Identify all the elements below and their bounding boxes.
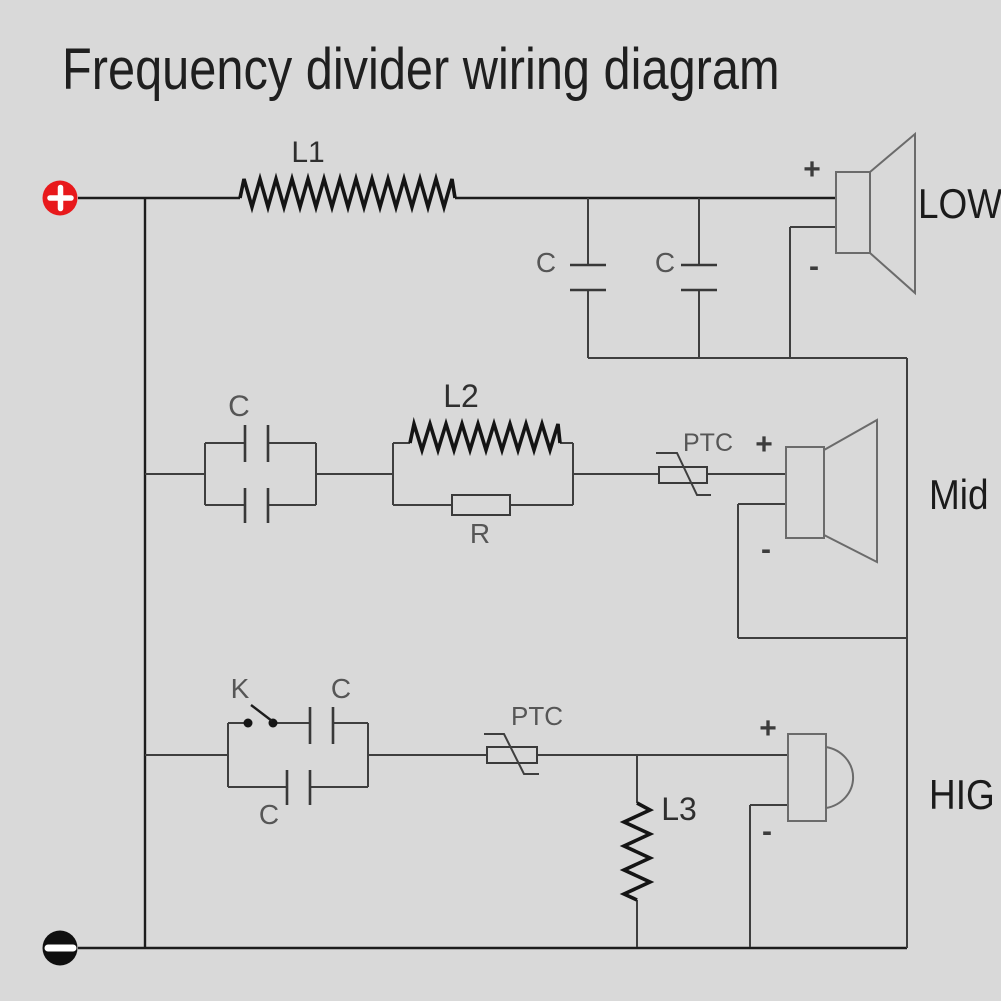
inductor-l2-coil xyxy=(408,416,562,457)
label-l2: L2 xyxy=(443,378,479,414)
ptc-high-stroke xyxy=(484,733,539,775)
label-high-ptc: PTC xyxy=(511,701,563,731)
label-high-plus: + xyxy=(759,712,777,745)
speaker-label-mid: Mid xyxy=(929,471,989,518)
ptc-high-body xyxy=(486,746,538,764)
label-high-cap-top: C xyxy=(331,673,351,704)
resistor-r-body xyxy=(451,494,511,516)
ptc-mid-stroke xyxy=(656,452,711,496)
label-mid-cap: C xyxy=(228,390,250,423)
tweeter-dome xyxy=(825,746,855,809)
speaker-label-high: HIG xyxy=(929,771,995,818)
main-wires xyxy=(78,196,907,950)
ptc-mid-body xyxy=(658,466,708,484)
label-low-cap2: C xyxy=(655,247,675,278)
label-mid-ptc: PTC xyxy=(683,429,733,457)
midrange-cone xyxy=(823,418,878,564)
label-mid-plus: + xyxy=(755,428,773,461)
midrange-body xyxy=(785,446,825,539)
label-low-cap1: C xyxy=(536,247,556,278)
woofer-body xyxy=(835,171,871,254)
switch-k-contact-left xyxy=(243,718,253,728)
inductor-l3-coil xyxy=(619,801,655,902)
label-high-cap-bottom: C xyxy=(259,799,279,830)
branch-wires xyxy=(145,198,908,948)
label-l1: L1 xyxy=(291,136,324,169)
label-low-minus: - xyxy=(809,250,819,283)
tweeter-body xyxy=(787,733,827,822)
label-high-minus: - xyxy=(762,815,772,848)
speaker-label-low: LOW xyxy=(918,180,1001,227)
label-low-plus: + xyxy=(803,153,821,186)
label-l3: L3 xyxy=(661,791,697,827)
label-mid-minus: - xyxy=(761,533,771,566)
page-title: Frequency divider wiring diagram xyxy=(62,37,780,102)
plus-icon xyxy=(47,184,74,212)
label-k: K xyxy=(231,673,250,704)
woofer-cone xyxy=(869,131,916,296)
capacitor-plates xyxy=(243,263,717,805)
switch-k-lever xyxy=(250,704,273,722)
inductor-l1-coil xyxy=(238,172,457,214)
label-r: R xyxy=(470,518,490,549)
